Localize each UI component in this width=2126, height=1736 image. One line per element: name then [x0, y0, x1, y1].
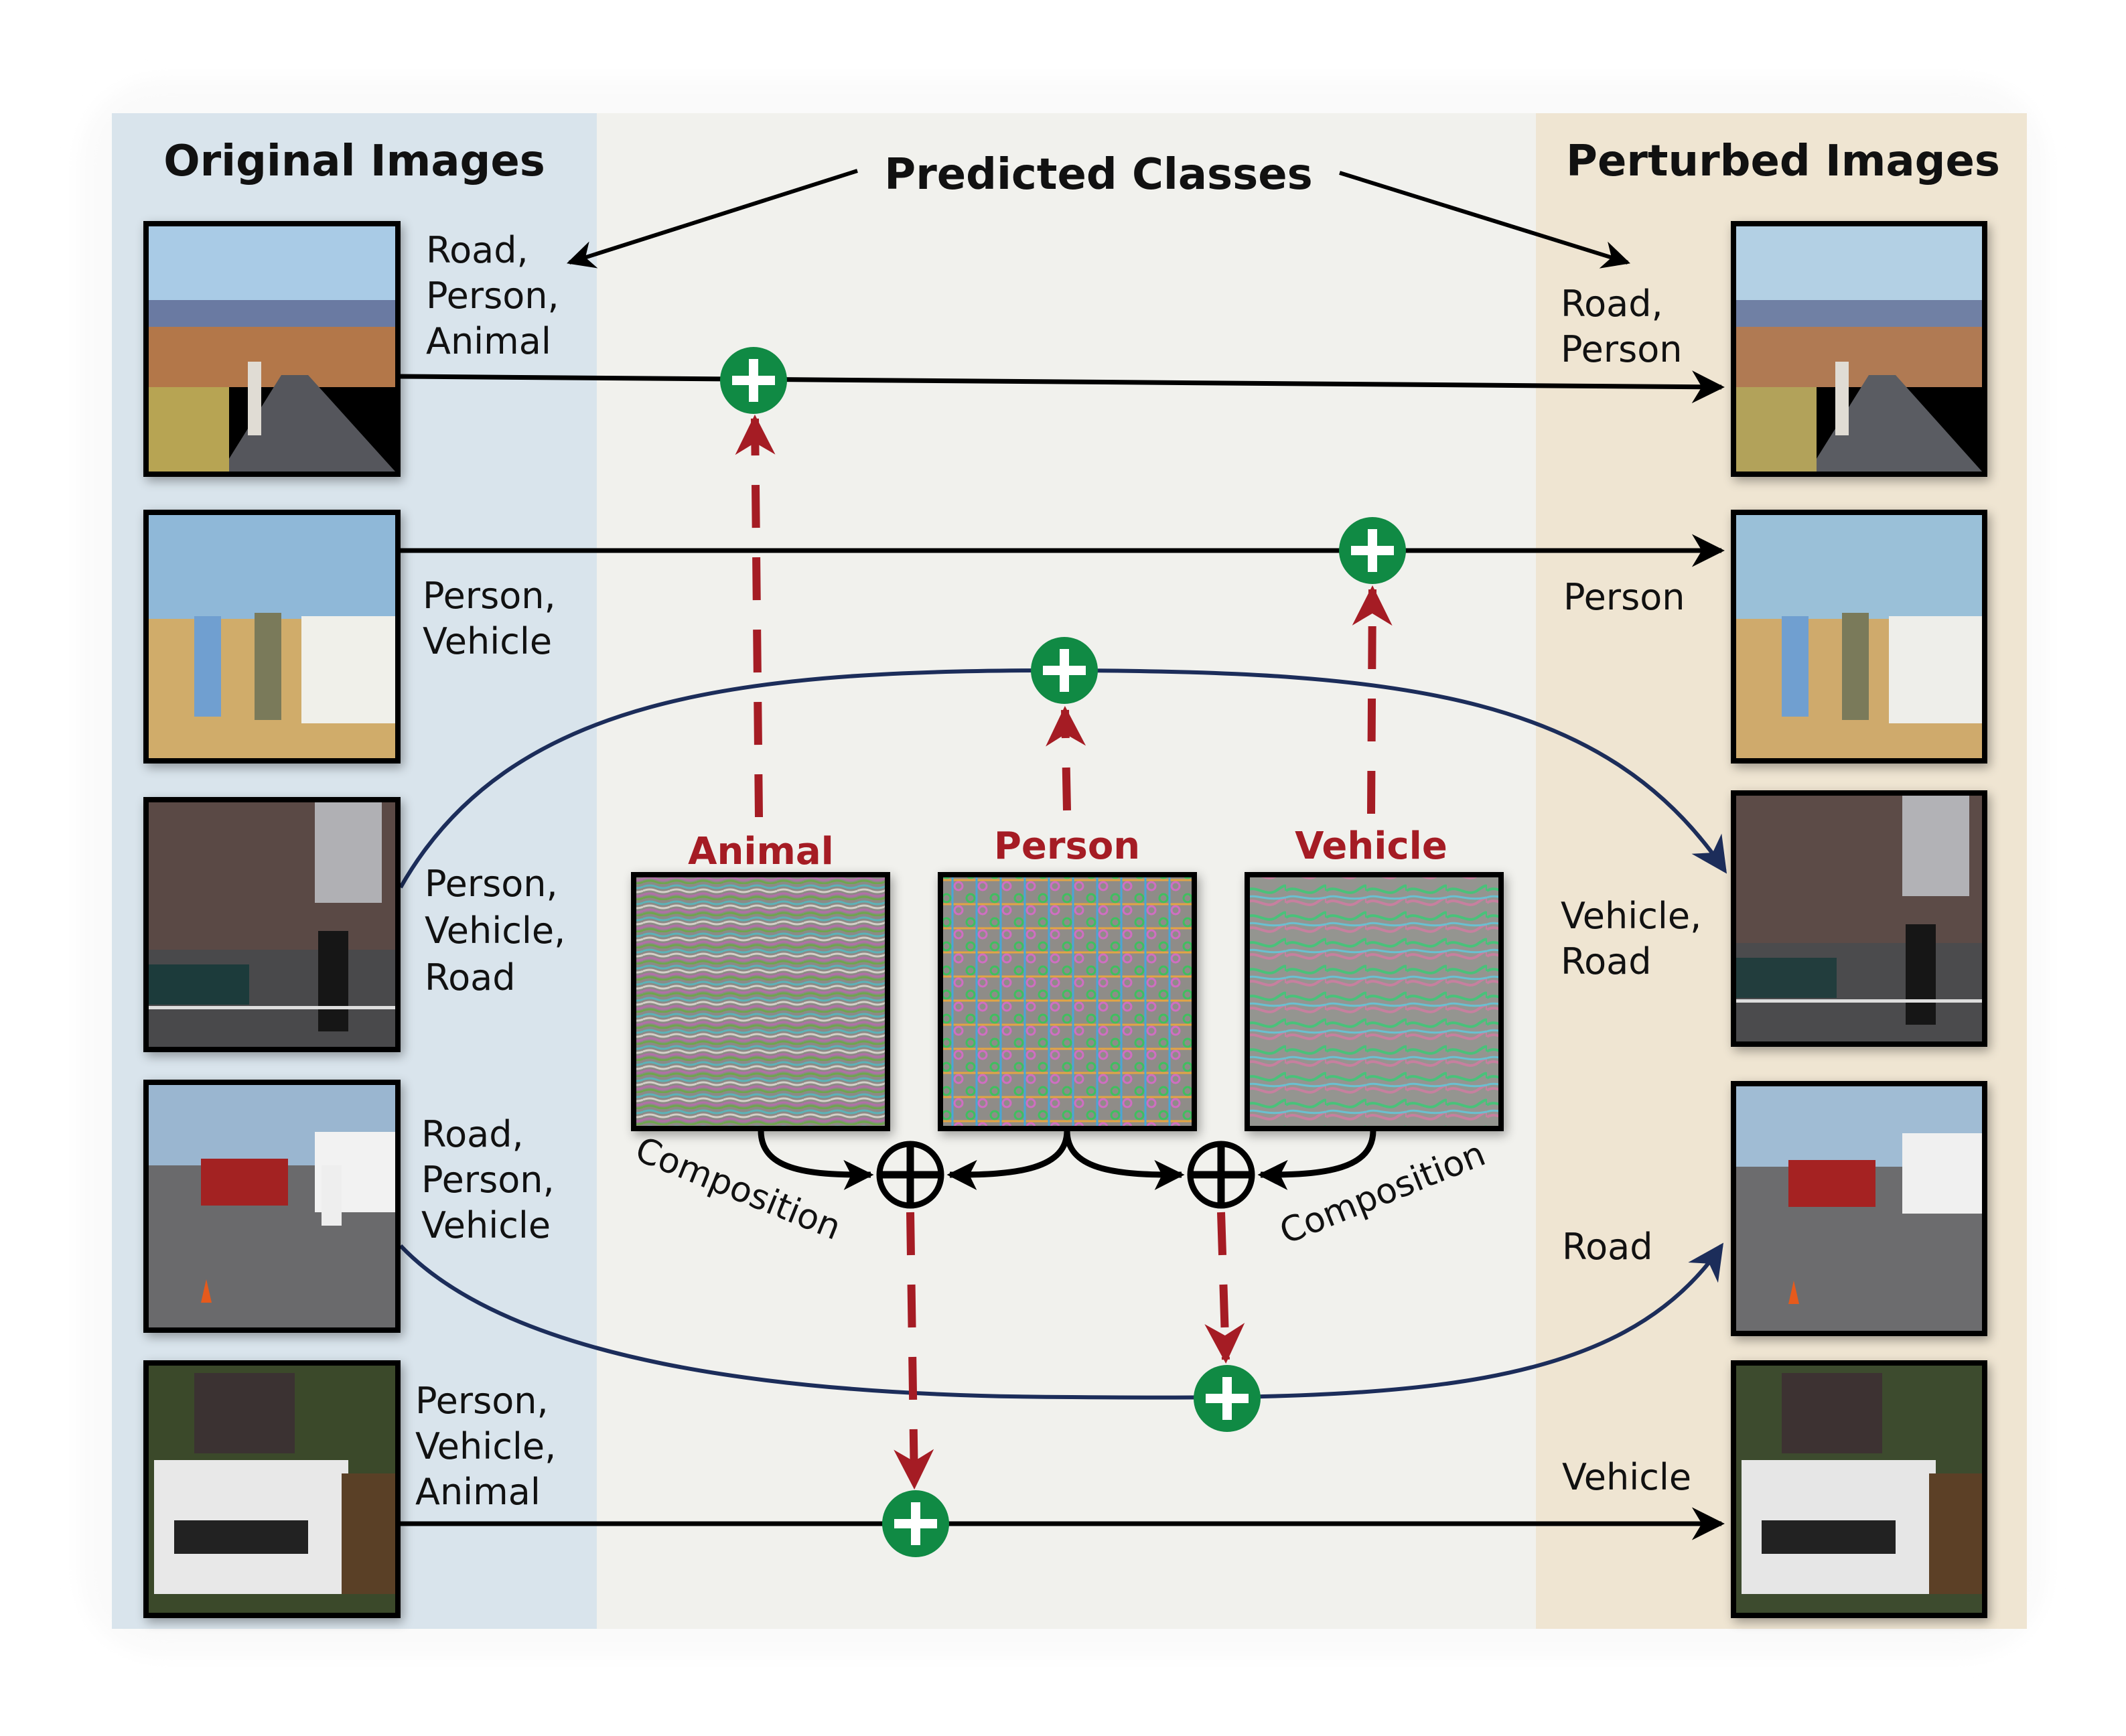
- perturbation-arrows: [735, 415, 1393, 1490]
- person-to-row-3: [1046, 706, 1086, 811]
- original-classes-row-5: Person, Vehicle, Animal: [415, 1380, 567, 1513]
- perturbation-patch-vehicle: [1245, 872, 1504, 1131]
- original-classes-row-2: Person, Vehicle: [423, 575, 567, 662]
- perturbed-image-4: [1731, 1081, 1987, 1336]
- perturbed-classes-row-3: Vehicle, Road: [1561, 895, 1713, 983]
- perturbation-patch-animal: [631, 872, 890, 1131]
- composition-1-to-row-5: [894, 1212, 934, 1490]
- predicted-arrow-right: [1339, 171, 1631, 269]
- perturbation-label-vehicle: Vehicle: [1295, 824, 1447, 868]
- original-class-labels: Road, Person, Animal Person, Vehicle Per…: [415, 229, 577, 1513]
- header-perturbed: Perturbed Images: [1566, 137, 2000, 186]
- original-classes-row-4: Road, Person, Vehicle: [421, 1113, 566, 1246]
- original-image-5: [143, 1360, 401, 1618]
- header-original: Original Images: [163, 137, 545, 186]
- perturbed-image-2: [1731, 510, 1987, 764]
- curve-vehicle: [1257, 1130, 1376, 1190]
- add-node-row-2: [1339, 517, 1406, 584]
- add-node-row-4: [1194, 1365, 1261, 1432]
- curve-person-right: [1064, 1130, 1185, 1190]
- oplus-2: [1187, 1141, 1255, 1209]
- original-images: [143, 221, 401, 1618]
- curve-animal: [758, 1130, 874, 1190]
- perturbed-class-labels: Road, Person Person Vehicle, Road Road V…: [1561, 283, 1713, 1498]
- perturbation-patch-person: [938, 872, 1197, 1131]
- oplus-1: [876, 1141, 944, 1209]
- row-1-connector: [400, 370, 1725, 404]
- curve-person-left: [946, 1130, 1070, 1190]
- perturbed-classes-row-1: Road, Person: [1561, 283, 1682, 370]
- animal-to-row-1: [735, 415, 776, 818]
- perturbed-images: [1731, 221, 1987, 1618]
- perturbed-image-5: [1731, 1360, 1987, 1618]
- add-node-row-1: [720, 347, 787, 414]
- vehicle-to-row-2: [1352, 585, 1393, 814]
- perturbed-classes-row-2: Person: [1563, 576, 1685, 618]
- header-predicted: Predicted Classes: [884, 150, 1312, 200]
- original-image-1: [143, 221, 401, 477]
- original-image-4: [143, 1080, 401, 1333]
- perturbed-classes-row-5: Vehicle: [1562, 1456, 1691, 1498]
- original-classes-row-1: Road, Person, Animal: [426, 229, 571, 362]
- composition-curves: [758, 1130, 1376, 1190]
- original-image-2: [143, 510, 401, 764]
- original-classes-row-3: Person, Vehicle, Road: [425, 863, 577, 999]
- original-image-3: [143, 797, 401, 1052]
- add-node-row-5: [882, 1490, 949, 1557]
- add-nodes: [720, 347, 1406, 1557]
- perturbed-image-1: [1731, 221, 1987, 477]
- predicted-arrow-left: [566, 169, 858, 269]
- add-node-row-3: [1031, 637, 1098, 704]
- perturbed-classes-row-4: Road: [1562, 1226, 1653, 1268]
- perturbation-label-person: Person: [994, 824, 1140, 868]
- row-4-connector: [399, 1242, 1724, 1400]
- perturbed-image-3: [1731, 790, 1987, 1047]
- composition-2-to-row-4: [1204, 1212, 1245, 1364]
- connectors: [399, 370, 1727, 1540]
- perturbation-label-animal: Animal: [688, 830, 834, 873]
